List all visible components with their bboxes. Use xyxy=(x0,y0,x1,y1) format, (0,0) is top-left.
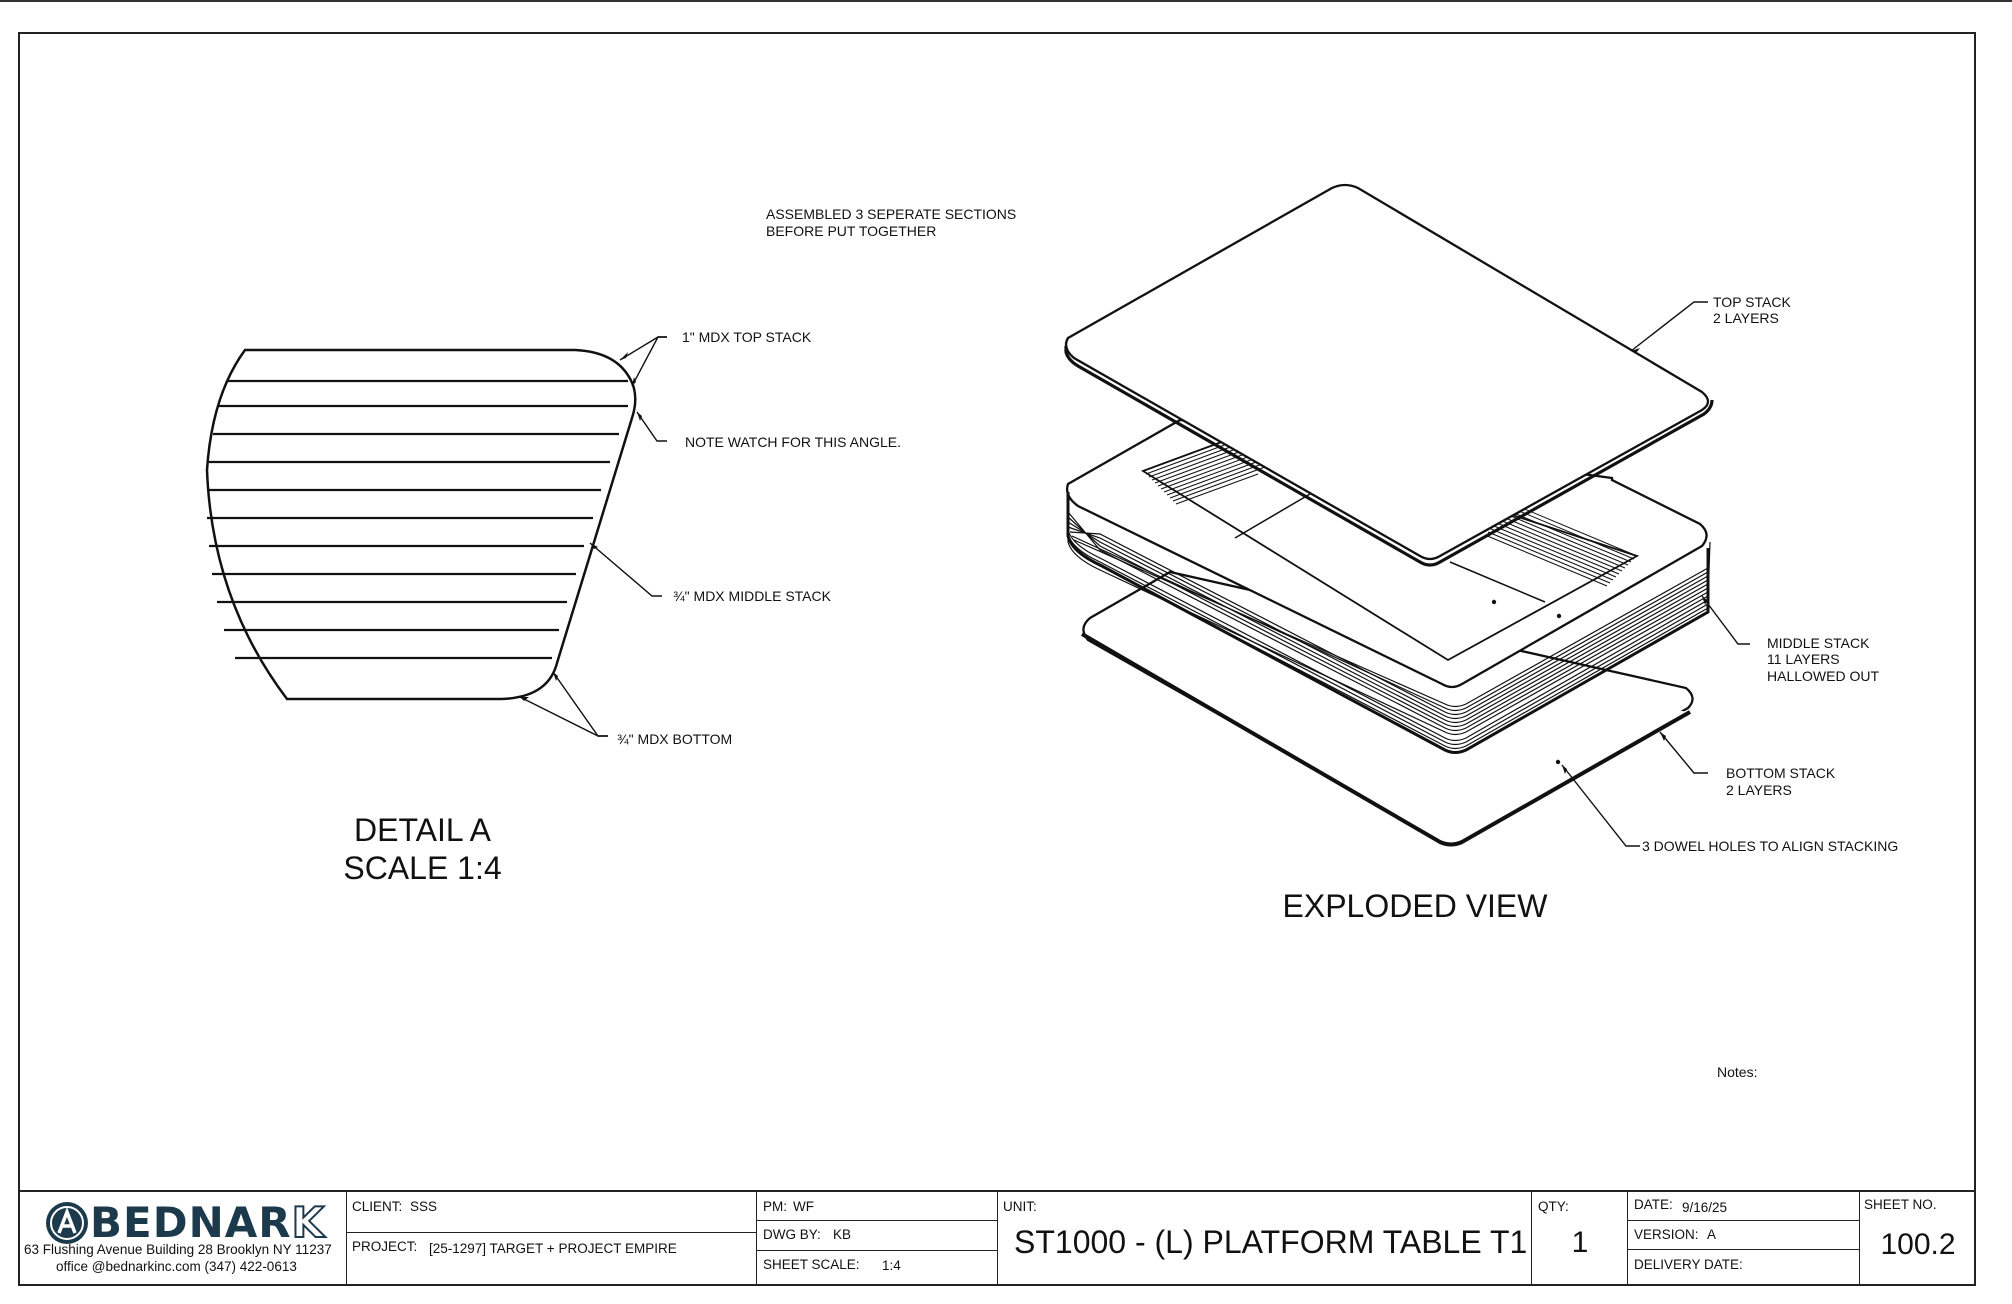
exploded-leaders xyxy=(1561,301,1750,847)
logo-wordmark-k: K xyxy=(291,1197,326,1248)
tb-qty-cell xyxy=(1532,1192,1628,1286)
dowel-hole-3 xyxy=(1555,759,1561,765)
tb-client-cell xyxy=(347,1192,757,1286)
layer-lines xyxy=(207,379,628,660)
project-label: PROJECT: xyxy=(352,1239,418,1254)
tb-unit-cell xyxy=(998,1192,1532,1286)
tb-logo-cell xyxy=(18,1192,347,1286)
date-label: DATE: xyxy=(1634,1197,1673,1212)
tb-rule-version xyxy=(1628,1249,1860,1250)
callout-top-stack: 1" MDX TOP STACK xyxy=(682,329,812,345)
detail-a-profile xyxy=(205,348,637,701)
callout-angle-note: NOTE WATCH FOR THIS ANGLE. xyxy=(685,434,901,450)
project-value: [25-1297] TARGET + PROJECT EMPIRE xyxy=(429,1241,677,1256)
sheet-scale-label: SHEET SCALE: xyxy=(763,1257,860,1272)
notes-label: Notes: xyxy=(1717,1064,1758,1080)
qty-label: QTY: xyxy=(1538,1199,1569,1214)
callout-middle-stack: ¾" MDX MIDDLE STACK xyxy=(673,588,831,604)
delivery-date-label: DELIVERY DATE: xyxy=(1634,1257,1743,1272)
callout-top-stack-title: TOP STACK xyxy=(1713,294,1791,310)
company-address: 63 Flushing Avenue Building 28 Brooklyn … xyxy=(24,1242,332,1257)
client-value: SSS xyxy=(410,1199,438,1214)
company-contact: office @bednarkinc.com (347) 422-0613 xyxy=(56,1259,297,1274)
tb-rule-client xyxy=(347,1232,757,1233)
tb-rule-pm xyxy=(757,1220,998,1221)
tb-rule-date xyxy=(1628,1220,1860,1221)
sheet-no-value: 100.2 xyxy=(1880,1228,1956,1261)
callout-top-stack-layers: 2 LAYERS xyxy=(1713,310,1779,326)
top-stack-plate xyxy=(1064,183,1714,567)
exploded-arrowheads xyxy=(1562,348,1707,774)
detail-a-leaders xyxy=(519,336,667,737)
qty-value: 1 xyxy=(1571,1226,1589,1259)
pm-value: WF xyxy=(793,1199,814,1214)
detail-title: DETAIL A xyxy=(354,812,491,848)
client-label: CLIENT: xyxy=(352,1199,403,1214)
callout-dowel-holes: 3 DOWEL HOLES TO ALIGN STACKING xyxy=(1642,838,1899,854)
callout-bottom-stack-title: BOTTOM STACK xyxy=(1726,765,1836,781)
tb-pm-cell xyxy=(757,1192,998,1286)
pm-label: PM: xyxy=(763,1199,788,1214)
sheet-scale-value: 1:4 xyxy=(882,1258,901,1273)
unit-value: ST1000 - (L) PLATFORM TABLE T1 xyxy=(1014,1224,1528,1260)
assembly-note-line2: BEFORE PUT TOGETHER xyxy=(766,223,937,239)
callout-middle-stack-title: MIDDLE STACK xyxy=(1767,635,1870,651)
sheet-top-rule xyxy=(0,0,2012,2)
assembly-note-line1: ASSEMBLED 3 SEPERATE SECTIONS xyxy=(766,206,1017,222)
logo-wordmark: BEDNAR xyxy=(90,1198,292,1247)
version-value: A xyxy=(1707,1227,1717,1242)
exploded-view-title: EXPLODED VIEW xyxy=(1282,888,1548,924)
date-value: 9/16/25 xyxy=(1682,1200,1728,1215)
tb-rule-dwg xyxy=(757,1250,998,1251)
callout-middle-stack-layers: 11 LAYERS xyxy=(1767,651,1840,667)
callout-bottom-stack-layers: 2 LAYERS xyxy=(1726,782,1792,798)
sheet-no-label: SHEET NO. xyxy=(1864,1197,1937,1212)
callout-middle-stack-note: HALLOWED OUT xyxy=(1767,668,1880,684)
dowel-hole-2 xyxy=(1556,613,1562,619)
dwg-by-label: DWG BY: xyxy=(763,1227,821,1242)
dowel-hole-1 xyxy=(1491,599,1497,605)
callout-bottom: ¾" MDX BOTTOM xyxy=(617,731,733,747)
logo-emblem-icon xyxy=(46,1201,88,1244)
dwg-by-value: KB xyxy=(833,1227,852,1242)
unit-label: UNIT: xyxy=(1003,1199,1037,1214)
tb-date-cell xyxy=(1628,1192,1860,1286)
version-label: VERSION: xyxy=(1634,1227,1699,1242)
detail-scale: SCALE 1:4 xyxy=(343,850,502,886)
profile-outline xyxy=(205,348,637,701)
detail-a-arrowheads xyxy=(520,352,642,701)
inner-layer-hatch-right xyxy=(1484,504,1638,587)
